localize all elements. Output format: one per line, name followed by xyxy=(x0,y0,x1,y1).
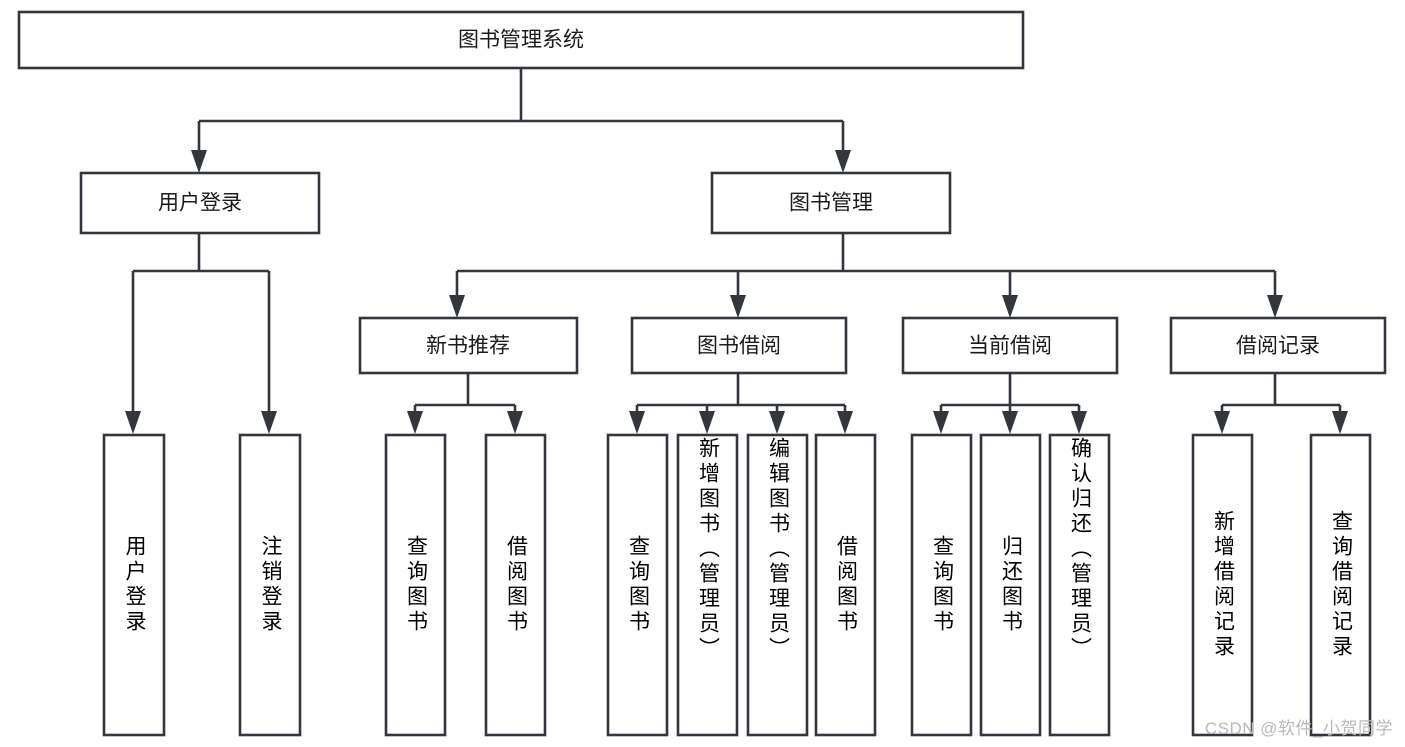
leaf-add-borrow-record-box[interactable] xyxy=(1191,433,1254,737)
leaf-user-login-label-wrap: 用户登录 xyxy=(123,535,146,635)
arrowhead-book-borrow xyxy=(730,295,746,318)
arrowhead-leaf-edit-book xyxy=(769,411,785,434)
node-borrow-record-label: 借阅记录 xyxy=(1236,335,1320,358)
leaf-return-book-box[interactable] xyxy=(979,433,1042,737)
node-user-login-label: 用户登录 xyxy=(158,192,242,215)
node-book-management-box[interactable] xyxy=(710,171,952,235)
node-new-book-recommend-box[interactable] xyxy=(358,316,579,375)
node-book-borrow-label: 图书借阅 xyxy=(697,335,781,358)
arrowhead-borrow-record xyxy=(1267,295,1283,318)
leaf-user-login-label: 用户登录 xyxy=(123,535,146,635)
leaf-query-borrow-record-label-wrap: 查询借阅记录 xyxy=(1329,510,1353,660)
arrowhead-leaf-borrow-book-1 xyxy=(507,411,523,434)
leaf-return-book-label-wrap: 归还图书 xyxy=(999,535,1023,635)
connector-layer xyxy=(125,68,1348,434)
node-root-label: 图书管理系统 xyxy=(458,29,584,52)
leaf-return-book-label: 归还图书 xyxy=(999,535,1023,635)
node-user-login-box[interactable] xyxy=(79,171,321,235)
arrowhead-current-borrow xyxy=(1002,295,1018,318)
leaf-borrow-book-1-box[interactable] xyxy=(484,433,547,737)
leaf-logout-login-box[interactable] xyxy=(238,433,302,737)
leaf-query-borrow-record-box[interactable] xyxy=(1309,433,1372,737)
leaf-borrow-book-2-box[interactable] xyxy=(814,433,877,737)
leaf-query-book-3-label: 查询图书 xyxy=(930,535,954,635)
leaf-user-login-box[interactable] xyxy=(102,433,166,737)
arrowhead-leaf-return-book xyxy=(1002,411,1018,434)
leaf-edit-book-box[interactable] xyxy=(746,433,809,737)
leaf-confirm-return-label: 确认归还（管理员） xyxy=(1068,437,1092,662)
node-current-borrow[interactable]: 当前借阅 xyxy=(901,316,1119,375)
node-borrow-record[interactable]: 借阅记录 xyxy=(1169,316,1387,375)
node-new-book-recommend-label: 新书推荐 xyxy=(426,335,510,358)
node-borrow-record-box[interactable] xyxy=(1169,316,1387,375)
leaf-query-book-3-box[interactable] xyxy=(910,433,973,737)
node-book-management[interactable]: 图书管理 xyxy=(710,171,952,235)
arrowhead-leaf-user-login xyxy=(125,411,141,434)
node-new-book-recommend[interactable]: 新书推荐 xyxy=(358,316,579,375)
leaf-edit-book-label-wrap: 编辑图书（管理员） xyxy=(766,437,790,662)
leaf-boxes xyxy=(102,433,1372,737)
leaf-add-book-label-wrap: 新增图书（管理员） xyxy=(696,437,720,662)
leaf-borrow-book-2-label-wrap: 借阅图书 xyxy=(834,535,858,635)
leaf-add-borrow-record-label-wrap: 新增借阅记录 xyxy=(1211,510,1235,660)
leaf-add-book-label: 新增图书（管理员） xyxy=(696,437,720,662)
arrowhead-user-login xyxy=(191,150,207,173)
arrowhead-leaf-add-book xyxy=(699,411,715,434)
node-book-borrow[interactable]: 图书借阅 xyxy=(630,316,848,375)
arrowhead-book-management xyxy=(835,150,851,173)
leaf-labels: 用户登录 注销登录 查询图书 借阅图书 查询图书 xyxy=(123,437,1353,662)
arrowhead-leaf-logout-login xyxy=(261,411,277,434)
arrowhead-leaf-borrow-book-2 xyxy=(837,411,853,434)
leaf-confirm-return-label-wrap: 确认归还（管理员） xyxy=(1068,437,1092,662)
leaf-query-book-1-box[interactable] xyxy=(384,433,447,737)
node-current-borrow-label: 当前借阅 xyxy=(968,335,1052,358)
arrowhead-leaf-query-borrow-record xyxy=(1332,411,1348,434)
leaf-confirm-return-box[interactable] xyxy=(1048,433,1111,737)
leaf-query-book-1-label-wrap: 查询图书 xyxy=(404,535,428,635)
node-book-borrow-box[interactable] xyxy=(630,316,848,375)
leaf-query-borrow-record-label: 查询借阅记录 xyxy=(1329,510,1353,660)
leaf-borrow-book-1-label: 借阅图书 xyxy=(504,535,528,635)
node-user-login[interactable]: 用户登录 xyxy=(79,171,321,235)
leaf-borrow-book-2-label: 借阅图书 xyxy=(834,535,858,635)
leaf-query-book-2-box[interactable] xyxy=(606,433,669,737)
arrowhead-leaf-query-book-1 xyxy=(407,411,423,434)
leaf-borrow-book-1-label-wrap: 借阅图书 xyxy=(504,535,528,635)
leaf-query-book-3-label-wrap: 查询图书 xyxy=(930,535,954,635)
leaf-add-book-box[interactable] xyxy=(676,433,739,737)
leaf-query-book-1-label: 查询图书 xyxy=(404,535,428,635)
arrowhead-leaf-query-book-3 xyxy=(933,411,949,434)
leaf-query-book-2-label-wrap: 查询图书 xyxy=(626,535,650,635)
arrowhead-leaf-add-borrow-record xyxy=(1214,411,1230,434)
leaf-add-borrow-record-label: 新增借阅记录 xyxy=(1211,510,1235,660)
arrowhead-leaf-query-book-2 xyxy=(629,411,645,434)
leaf-logout-login-label-wrap: 注销登录 xyxy=(259,535,282,635)
arrowhead-leaf-confirm-return xyxy=(1071,411,1087,434)
leaf-logout-login-label: 注销登录 xyxy=(259,535,282,635)
node-root-box[interactable] xyxy=(17,10,1025,70)
leaf-query-book-2-label: 查询图书 xyxy=(626,535,650,635)
node-book-management-label: 图书管理 xyxy=(789,192,873,215)
arrowhead-new-book-recommend xyxy=(449,295,465,318)
node-current-borrow-box[interactable] xyxy=(901,316,1119,375)
node-root[interactable]: 图书管理系统 xyxy=(17,10,1025,70)
leaf-edit-book-label: 编辑图书（管理员） xyxy=(766,437,790,662)
